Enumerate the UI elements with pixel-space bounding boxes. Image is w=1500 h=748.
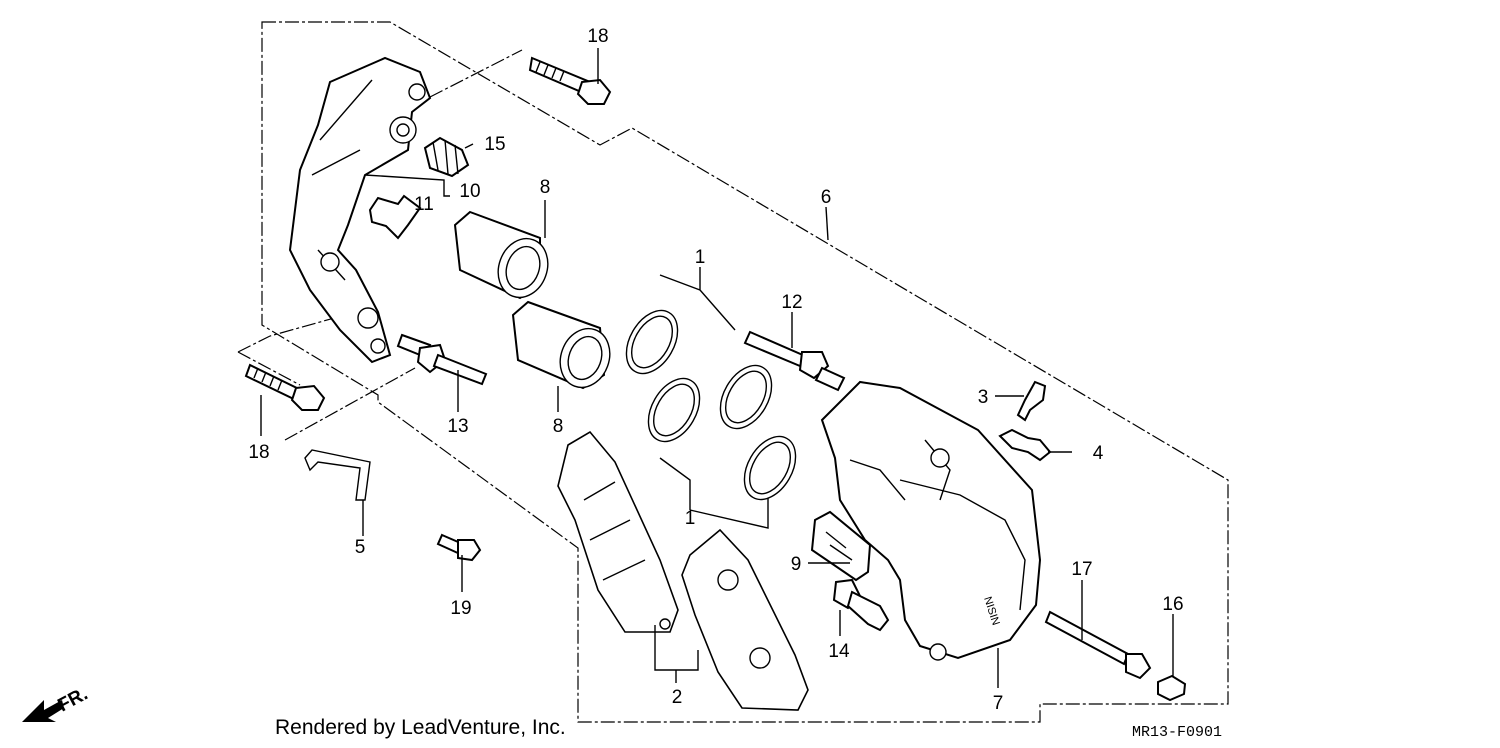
callout-8-top: 8 — [540, 177, 551, 198]
callout-14: 14 — [828, 641, 850, 662]
brake-pads — [557, 430, 809, 711]
callout-1-top: 1 — [695, 247, 706, 268]
callout-18-top: 18 — [587, 26, 608, 47]
callout-16: 16 — [1162, 594, 1183, 615]
callout-5: 5 — [355, 537, 366, 558]
callout-19: 19 — [450, 598, 471, 619]
callout-15: 15 — [484, 134, 505, 155]
callout-8-bottom: 8 — [553, 416, 564, 437]
render-credit: Rendered by LeadVenture, Inc. — [275, 716, 566, 739]
callout-4: 4 — [1093, 443, 1104, 464]
pin-plug — [1157, 674, 1187, 702]
pad-shim — [810, 510, 872, 582]
callout-10: 10 — [459, 181, 480, 202]
callout-6: 6 — [821, 187, 832, 208]
caliper-body: NISIN — [820, 380, 1042, 661]
callout-2: 2 — [672, 687, 683, 708]
assembly-outline — [237, 21, 1229, 723]
callout-9: 9 — [791, 554, 802, 575]
pistons — [453, 210, 611, 390]
bolt-bottom — [244, 363, 326, 411]
bolt-top — [528, 56, 612, 105]
callout-labels: 18 15 10 11 8 6 1 12 3 4 18 13 8 5 1 9 1… — [248, 26, 1183, 714]
front-direction-arrow: FR. — [22, 684, 91, 722]
caliper-bracket — [288, 56, 432, 364]
bleeder-valve — [1016, 380, 1047, 422]
pin-boot — [423, 136, 470, 178]
callout-1-bottom: 1 — [685, 508, 696, 529]
callout-17: 17 — [1071, 559, 1092, 580]
front-label: FR. — [54, 684, 91, 717]
bleeder-cap — [998, 428, 1052, 462]
small-bolt — [436, 533, 482, 562]
hanger-pin — [1044, 610, 1152, 680]
piston-seals — [625, 309, 797, 501]
callout-3: 3 — [978, 387, 989, 408]
mounting-bolt — [832, 578, 890, 632]
slide-pin — [396, 333, 488, 386]
callout-12: 12 — [781, 292, 802, 313]
pad-retainer-clip — [368, 194, 422, 240]
callout-7: 7 — [993, 693, 1004, 714]
callout-11: 11 — [414, 194, 434, 215]
callout-13: 13 — [447, 416, 468, 437]
callout-18-bottom: 18 — [248, 442, 269, 463]
diagram-code: MR13-F0901 — [1132, 724, 1223, 741]
leader-lines — [260, 48, 1174, 688]
pad-spring — [304, 449, 371, 501]
guide-pin — [743, 330, 846, 392]
